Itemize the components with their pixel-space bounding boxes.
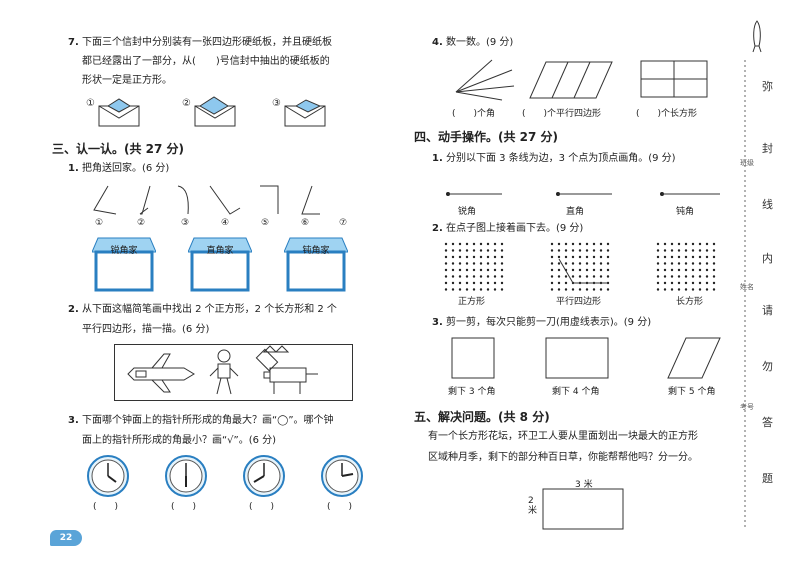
stick-figure-drawing bbox=[114, 344, 353, 401]
angle-figures bbox=[93, 185, 320, 215]
binding-char-1: 弥 bbox=[762, 80, 773, 93]
envelope-option-1: ① bbox=[86, 98, 95, 109]
acute-label: 锐角 bbox=[458, 207, 477, 217]
obtuse-label: 钝角 bbox=[676, 207, 695, 217]
q7-text-line3: 形状一定是正方形。 bbox=[82, 75, 172, 86]
q3-text-line2: 面上的指针所形成的角最小？画“√”。(6 分) bbox=[82, 435, 277, 446]
clock-1-icon bbox=[87, 455, 129, 497]
q1-text: 1. 把角送回家。(6 分) bbox=[68, 163, 170, 174]
q2-text: 2. 从下面这幅简笔画中找出 2 个正方形，2 个长方形和 2 个 bbox=[68, 304, 337, 315]
angle-label-4: ④ bbox=[221, 218, 230, 228]
envelope-option-2: ② bbox=[182, 98, 191, 109]
envelope-3-icon bbox=[284, 99, 326, 127]
q2-text-line2: 平行四边形，描一描。(6 分) bbox=[82, 324, 210, 335]
clock-2-icon bbox=[165, 455, 207, 497]
rectangle-grid-figure bbox=[640, 60, 708, 98]
section-4-title: 四、动手操作。(共 27 分) bbox=[414, 130, 559, 144]
house-obtuse: 钝角家 bbox=[284, 236, 348, 292]
binding-dashed-line bbox=[744, 60, 746, 530]
envelope-1-icon bbox=[98, 98, 140, 127]
angle-drawing-lines bbox=[446, 192, 720, 196]
parallelogram-figure bbox=[529, 61, 613, 99]
section-3-title: 三、认一认。(共 27 分) bbox=[52, 142, 185, 156]
rectangle-label: 长方形 bbox=[676, 297, 704, 307]
angle-label-1: ① bbox=[95, 218, 104, 228]
cut-4-label: 剩下 4 个角 bbox=[552, 387, 600, 397]
cut-5-label: 剩下 5 个角 bbox=[668, 387, 716, 397]
q3-text: 3. 下面哪个钟面上的指针所形成的角最大？画“◯”。哪个钟 bbox=[68, 415, 334, 426]
clock-3-answer[interactable]: ( ) bbox=[249, 502, 275, 512]
dot-grids bbox=[444, 242, 716, 291]
envelope-2-icon bbox=[194, 96, 236, 127]
house-obtuse-label: 钝角家 bbox=[302, 246, 330, 256]
rocket-icon bbox=[752, 20, 762, 53]
op1-text: 1. 分别以下面 3 条线为边，3 个点为顶点画角。(9 分) bbox=[432, 153, 676, 164]
rect-top-label: 3 米 bbox=[575, 480, 593, 490]
binding-char-6: 勿 bbox=[762, 360, 773, 373]
square-label: 正方形 bbox=[458, 297, 486, 307]
cut-3-label: 剩下 3 个角 bbox=[448, 387, 496, 397]
count-angles-answer[interactable]: ( )个角 bbox=[452, 109, 496, 119]
angle-label-2: ② bbox=[137, 218, 146, 228]
binding-name-label: 姓名 bbox=[740, 283, 754, 291]
house-right-label: 直角家 bbox=[206, 246, 234, 256]
house-right: 直角家 bbox=[188, 236, 252, 292]
section-5-title: 五、解决问题。(共 8 分) bbox=[414, 410, 550, 424]
page-number: 22 bbox=[50, 530, 82, 546]
right-angle-label: 直角 bbox=[566, 207, 585, 217]
cut-shapes bbox=[451, 337, 721, 379]
parallelogram-label: 平行四边形 bbox=[556, 297, 602, 307]
clock-1-answer[interactable]: ( ) bbox=[93, 502, 119, 512]
problem-text-line1: 有一个长方形花坛，环卫工人要从里面划出一块最大的正方形 bbox=[428, 431, 698, 442]
q7-text-line2: 都已经露出了一部分，从( )号信封中抽出的硬纸板的 bbox=[82, 56, 330, 67]
binding-char-7: 答 bbox=[762, 416, 773, 429]
house-acute: 锐角家 bbox=[92, 236, 156, 292]
binding-char-4: 内 bbox=[762, 252, 773, 265]
envelope-option-3: ③ bbox=[272, 98, 281, 109]
binding-char-5: 请 bbox=[762, 304, 773, 317]
clock-2-answer[interactable]: ( ) bbox=[171, 502, 197, 512]
binding-char-3: 线 bbox=[762, 198, 773, 211]
q7-text: 7. 下面三个信封中分别装有一张四边形硬纸板，并且硬纸板 bbox=[68, 37, 332, 48]
binding-char-8: 题 bbox=[762, 472, 773, 485]
q4-text: 4. 数一数。(9 分) bbox=[432, 37, 514, 48]
house-acute-label: 锐角家 bbox=[110, 246, 138, 256]
clock-3-icon bbox=[243, 455, 285, 497]
angle-label-5: ⑤ bbox=[261, 218, 270, 228]
count-rectangles-answer[interactable]: ( )个长方形 bbox=[636, 109, 698, 119]
rays-figure bbox=[455, 59, 515, 101]
clock-4-answer[interactable]: ( ) bbox=[327, 502, 353, 512]
angle-label-7: ⑦ bbox=[339, 218, 348, 228]
count-parallelograms-answer[interactable]: ( )个平行四边形 bbox=[522, 109, 602, 119]
rect-side-label: 2米 bbox=[528, 496, 538, 516]
binding-class-label: 班级 bbox=[740, 159, 754, 167]
op3-text: 3. 剪一剪，每次只能剪一刀(用虚线表示)。(9 分) bbox=[432, 317, 652, 328]
op2-text: 2. 在点子图上接着画下去。(9 分) bbox=[432, 223, 584, 234]
flowerbed-rect bbox=[542, 488, 624, 530]
binding-id-label: 考号 bbox=[740, 403, 754, 411]
binding-char-2: 封 bbox=[762, 142, 773, 155]
clock-4-icon bbox=[321, 455, 363, 497]
angle-label-3: ③ bbox=[181, 218, 190, 228]
problem-text-line2: 区域种月季，剩下的部分种百日草，你能帮帮他吗？分一分。 bbox=[428, 452, 698, 463]
angle-label-6: ⑥ bbox=[301, 218, 310, 228]
